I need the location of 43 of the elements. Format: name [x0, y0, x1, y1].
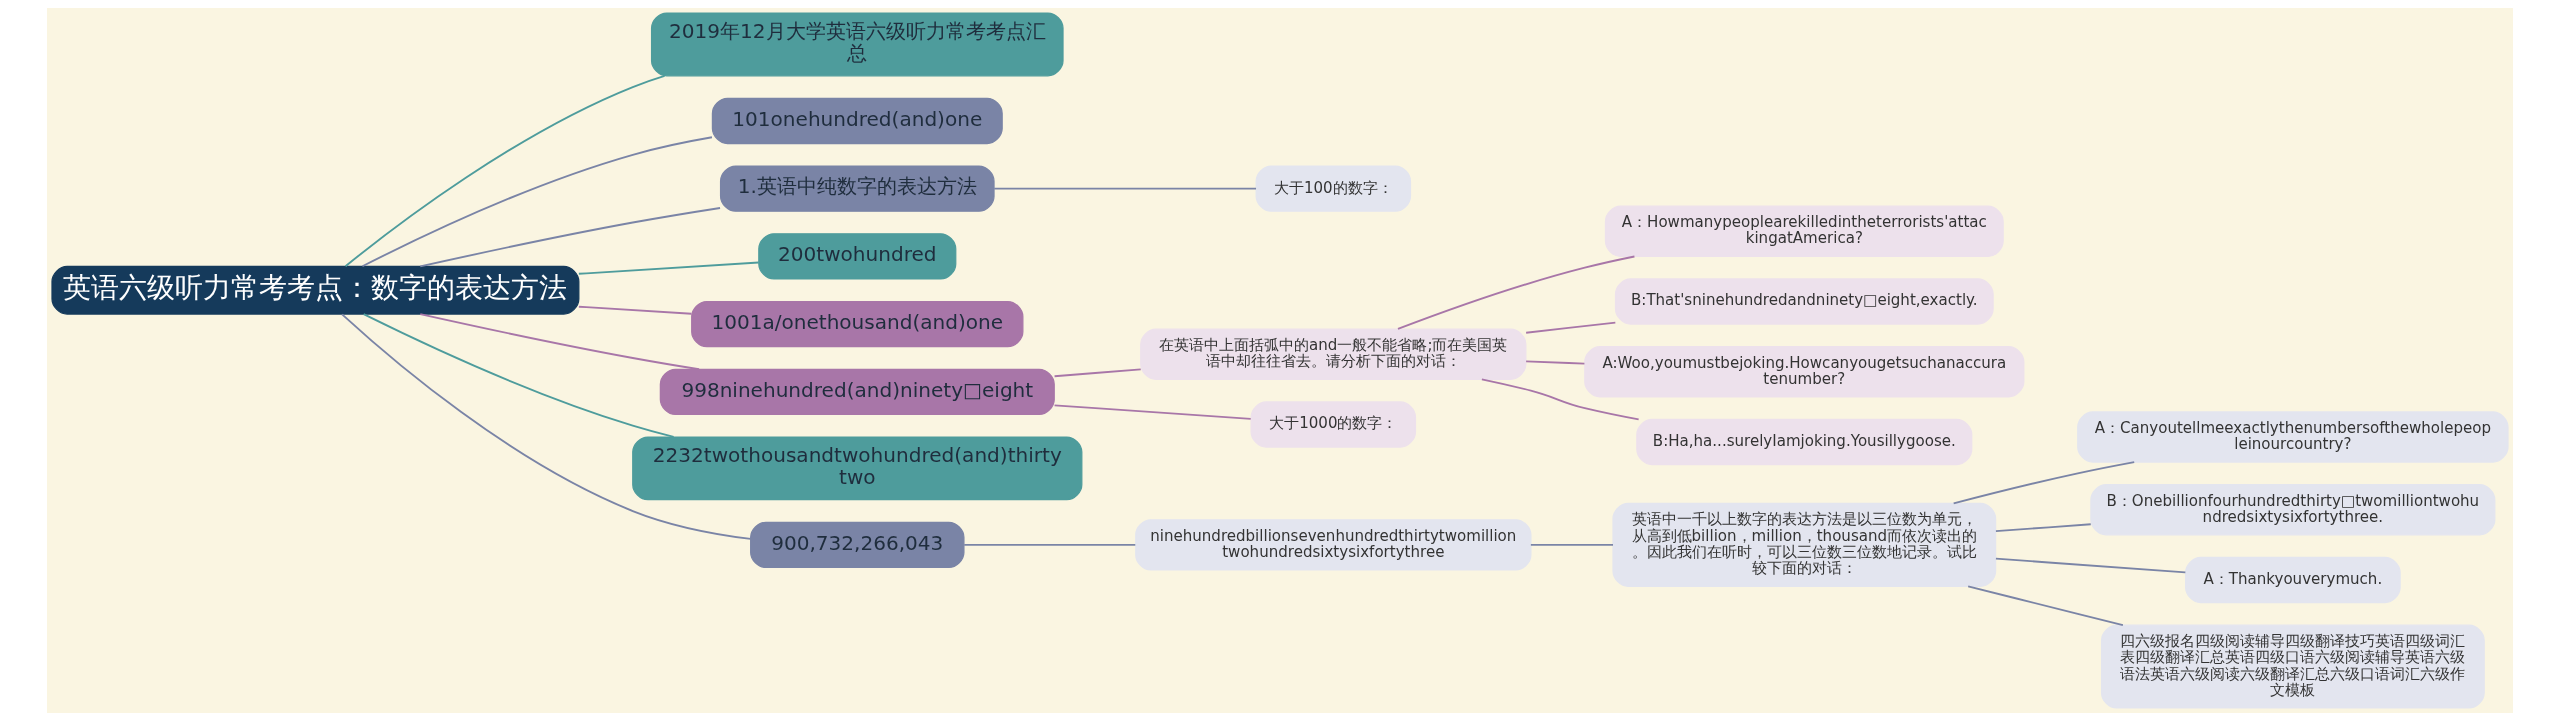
connector: [1952, 461, 2136, 505]
node-box: 200twohundred: [758, 233, 957, 280]
connector: [419, 313, 701, 371]
node-box: 2019年12月大学英语六级听力常考考点汇总: [650, 12, 1064, 77]
node-box: B:That'sninehundredandninety□eight,exactly.: [1614, 278, 1994, 325]
node-box: B：Onebillionfourhundredthirty□twomilliontwohundredsixtysixfortythree.: [2090, 484, 2496, 536]
connector: [993, 187, 1257, 190]
connector: [1397, 255, 1636, 330]
connector: [577, 261, 760, 275]
node-box: 101onehundred(and)one: [711, 97, 1003, 145]
connector: [1525, 360, 1586, 365]
node-box: 1.英语中纯数字的表达方法: [719, 165, 995, 212]
connector: [361, 136, 713, 268]
node-box: 英语六级听力常考考点：数字的表达方法: [51, 265, 580, 315]
node-box: 900,732,266,043: [750, 521, 965, 569]
node-box: A:Woo,youmustbejoking.Howcanyougetsuchanaccuratenumber?: [1584, 346, 2025, 398]
connector: [1480, 378, 1640, 421]
connector: [577, 305, 693, 315]
node-box: A：Howmanypeoplearekilledintheterrorists'attackingatAmerica?: [1604, 205, 2004, 257]
node-box: B:Ha,ha...surelyIamjoking.Yousillygoose.: [1636, 418, 1973, 466]
connector: [341, 313, 752, 540]
node-box: A：Thankyouverymuch.: [2185, 556, 2401, 604]
node-box: 四六级报名四级阅读辅导四级翻译技巧英语四级词汇表四级翻译汇总英语四级口语六级阅读辅导英语六级语法英语六级阅读六级翻译汇总六级口语词汇六级作文模板: [2100, 624, 2485, 709]
node-box: A：Canyoutellmeexactlythenumbersofthewholepeopleinourcountry?: [2077, 411, 2509, 463]
connector: [362, 313, 675, 438]
node-box: 2232twothousandtwohundred(and)thirtytwo: [632, 436, 1083, 501]
connector: [1995, 557, 2187, 574]
connector: [419, 207, 721, 268]
node-box: 大于1000的数字：: [1250, 401, 1417, 448]
connector: [1525, 321, 1617, 334]
node-box: 大于100的数字：: [1255, 165, 1412, 212]
node-box: ninehundredbillionsevenhundredthirtytwomilliontwohundredsixtysixfortythree: [1135, 519, 1532, 571]
node-box: 在英语中上面括弧中的and一般不能省略;而在美国英语中却往往省去。请分析下面的对话：: [1140, 328, 1527, 380]
connector: [1053, 368, 1142, 378]
connector: [1529, 543, 1614, 546]
connector: [1053, 404, 1252, 420]
node-box: 英语中一千以上数字的表达方法是以三位数为单元，从高到低billion，million，thousand而依次读出的。因此我们在听时，可以三位数三位数地记录。试比较下面的对话：: [1612, 502, 1997, 587]
connector: [344, 74, 666, 268]
connector: [1967, 585, 2124, 627]
connector: [1995, 523, 2092, 533]
node-box: 998ninehundred(and)ninety□eight: [659, 368, 1055, 416]
node-box: 1001a/onethousand(and)one: [691, 300, 1024, 348]
connector: [963, 543, 1137, 546]
